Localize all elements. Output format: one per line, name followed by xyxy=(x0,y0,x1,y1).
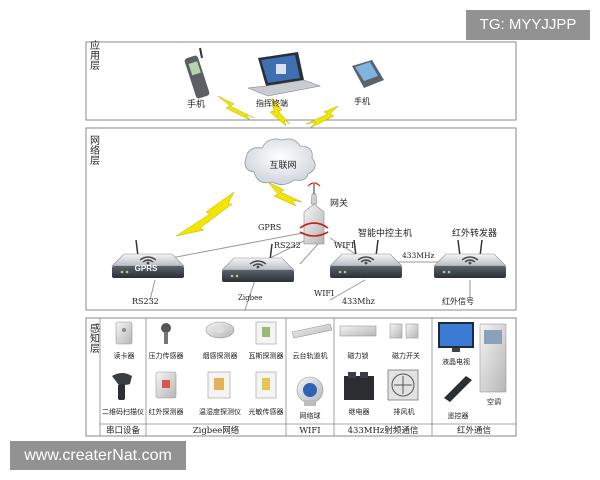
label-ir-signal: 红外信号 xyxy=(442,296,474,306)
internet-cloud-icon xyxy=(244,138,316,185)
lightning-icon xyxy=(305,105,339,129)
label-wifi-bottom: WIFI xyxy=(314,289,334,298)
label-ir-forwarder: 红外转发器 xyxy=(452,227,497,239)
telegram-watermark: TG: MYYJJPP xyxy=(466,10,590,40)
label-relay: 继电器 xyxy=(349,407,370,416)
phone-left-icon xyxy=(184,47,210,99)
label-remote: 遥控器 xyxy=(448,411,469,420)
laptop-terminal-icon xyxy=(247,52,322,97)
smoke-detector-icon xyxy=(205,321,235,339)
label-exhaust-fan: 排风机 xyxy=(394,407,415,416)
remote-icon xyxy=(444,376,472,402)
lcd-tv-icon xyxy=(438,322,474,352)
network-camera-icon xyxy=(296,376,324,406)
label-terminal: 指挥终端 xyxy=(256,98,288,108)
ir-forwarder-router-icon xyxy=(433,239,507,279)
gas-detector-icon xyxy=(255,321,277,345)
label-zigbee-router: Zigbee xyxy=(238,294,262,302)
label-qr-scanner: 二维码扫描仪 xyxy=(102,407,144,416)
light-sensor-icon xyxy=(255,371,277,399)
ir-detector-icon xyxy=(155,371,177,399)
phone-right-icon xyxy=(352,60,384,88)
label-magnetic-switch: 磁力开关 xyxy=(392,351,420,360)
label-door-magnet: 磁力锁 xyxy=(348,351,369,360)
lightning-icon xyxy=(175,191,235,237)
label-rs232-bottom: RS232 xyxy=(132,297,159,306)
label-temp-humidity: 温湿度探测仪 xyxy=(199,407,241,416)
relay-icon xyxy=(344,372,374,400)
footer-wifi: WIFI xyxy=(299,426,320,436)
label-pressure-sensor: 压力传感器 xyxy=(149,351,184,360)
label-phone-left: 手机 xyxy=(187,98,205,110)
qr-scanner-icon xyxy=(112,373,132,400)
layer-label-perception: 感知层 xyxy=(88,322,100,354)
air-conditioner-icon xyxy=(479,323,507,393)
label-internet: 互联网 xyxy=(269,160,296,171)
smart-controller-router-icon xyxy=(329,239,403,279)
temp-humidity-icon xyxy=(207,371,231,399)
label-433mhz: 433MHz xyxy=(402,251,435,260)
site-watermark: www.createrNat.com xyxy=(10,441,186,470)
label-card-reader: 读卡器 xyxy=(114,351,135,360)
label-controller: 智能中控主机 xyxy=(358,227,412,239)
wireless-lightning-group xyxy=(175,95,339,237)
layer-frames xyxy=(85,41,517,437)
lightning-icon xyxy=(217,95,255,121)
layer-label-network: 网络层 xyxy=(88,135,100,166)
label-smoke-detector: 烟感探测器 xyxy=(203,351,238,360)
label-gas-detector: 瓦斯探测器 xyxy=(249,351,284,360)
label-ir-detector: 红外探测器 xyxy=(149,407,184,416)
gprs-router-icon xyxy=(111,239,185,279)
footer-infrared: 红外通信 xyxy=(457,425,492,436)
label-wifi-top: WIFI xyxy=(334,241,354,250)
label-433mhz-bottom: 433Mhz xyxy=(342,297,375,306)
lightning-icon xyxy=(269,97,291,127)
label-gateway: 网关 xyxy=(330,197,348,209)
footer-serial: 串口设备 xyxy=(106,425,141,436)
zigbee-router-icon xyxy=(221,243,295,283)
ptz-rail-icon xyxy=(291,323,333,339)
label-gprs-device: GPRS xyxy=(135,264,158,273)
label-light-sensor: 光敏传感器 xyxy=(249,407,284,416)
layer-label-application: 应用层 xyxy=(88,39,100,71)
label-network-camera: 网络球 xyxy=(300,411,321,420)
footer-433mhz: 433MHz射频通信 xyxy=(348,425,419,436)
exhaust-fan-icon xyxy=(387,369,419,401)
pressure-sensor-icon xyxy=(161,323,171,344)
label-gprs-link: GPRS xyxy=(258,223,281,232)
door-magnet-icon xyxy=(339,325,377,337)
label-lcd-tv: 液晶电视 xyxy=(442,357,470,366)
gateway-tower-icon xyxy=(299,182,329,245)
label-ptz-rail: 云台轨道机 xyxy=(293,351,328,360)
magnetic-switch-icon xyxy=(389,323,419,339)
label-phone-right: 手机 xyxy=(354,96,370,106)
label-air-conditioner: 空调 xyxy=(487,397,501,406)
footer-zigbee: Zigbee网络 xyxy=(193,425,240,436)
label-rs232-top: RS232 xyxy=(274,241,301,250)
lightning-icon xyxy=(267,181,303,207)
card-reader-icon xyxy=(115,321,133,345)
